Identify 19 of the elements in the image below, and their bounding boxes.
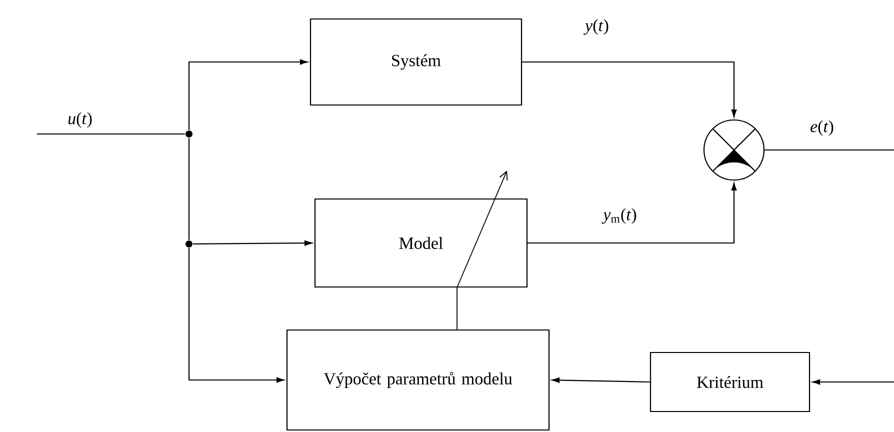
arrow (188, 59, 308, 130)
arrow (812, 379, 894, 385)
edge-label: y(t) (584, 19, 608, 35)
comparator-symbol (703, 119, 765, 181)
arrow (188, 248, 284, 383)
arrow (193, 240, 312, 246)
process-box: Model (314, 198, 528, 288)
junction-dot (186, 130, 192, 138)
process-box: Kritérium (650, 352, 810, 412)
arrow (522, 61, 737, 118)
adjustment-arrow (456, 170, 508, 330)
edge-label: u(t) (68, 112, 92, 128)
edge-label: y$_{m}$(t) (602, 208, 636, 224)
arrow (528, 182, 737, 244)
junction-dot (186, 240, 192, 248)
arrow (552, 378, 650, 383)
edge-label: e(t) (810, 120, 834, 136)
process-box: Systém (310, 18, 522, 106)
process-box: Výpočet parametrů modelu (286, 329, 550, 431)
